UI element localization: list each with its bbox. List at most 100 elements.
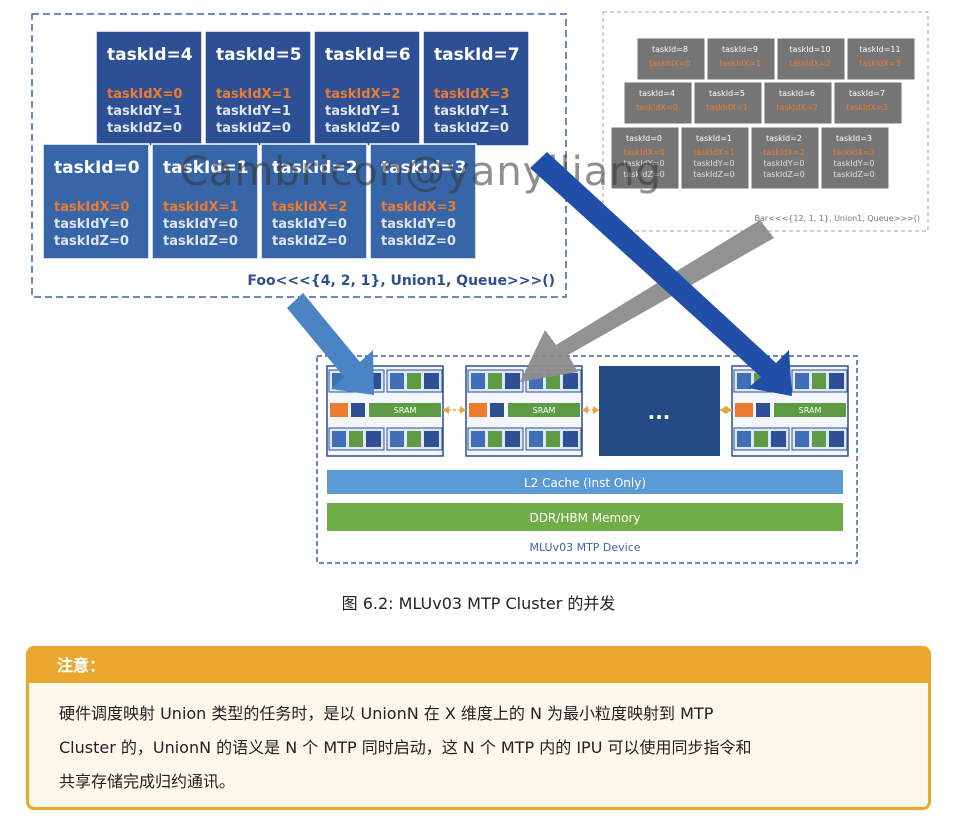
note-title: 注意： xyxy=(29,649,928,683)
ipu-core-unit xyxy=(424,373,439,389)
task-idx-label: taskIdX=2 xyxy=(763,148,805,157)
task-idz-label: taskIdZ=0 xyxy=(272,234,347,249)
foo-task-box xyxy=(313,30,421,147)
sram-link-arrowhead xyxy=(593,406,599,414)
ipu-core-unit xyxy=(529,431,543,447)
ddr-memory-label: DDR/HBM Memory xyxy=(529,511,640,525)
l2-cache-label: L2 Cache (Inst Only) xyxy=(524,476,646,490)
task-idz-label: taskIdZ=0 xyxy=(381,234,456,249)
bar-task-box xyxy=(750,126,820,190)
task-idz-label: taskIdZ=0 xyxy=(763,170,805,179)
device-label: MLUv03 MTP Device xyxy=(529,541,640,554)
ipu-core-unit xyxy=(812,373,826,389)
figure-caption: 图 6.2: MLUv03 MTP Cluster 的并发 xyxy=(341,594,616,613)
sram-label: SRAM xyxy=(533,406,556,415)
ipu-core-unit xyxy=(563,373,578,389)
ipu-core-unit xyxy=(366,431,381,447)
bar-task-box xyxy=(623,81,693,125)
task-id-label: taskId=4 xyxy=(639,89,675,98)
mtp-cluster: SRAM xyxy=(465,365,583,457)
task-idz-label: taskIdZ=0 xyxy=(623,170,665,179)
cluster-block xyxy=(469,403,487,417)
bar-task-tile: taskId=1 taskIdX=1 taskIdY=0 taskIdZ=0 xyxy=(680,126,750,190)
ipu-core-unit xyxy=(754,431,768,447)
task-idz-label: taskIdZ=0 xyxy=(693,170,735,179)
task-idx-label: taskIdX=1 xyxy=(163,200,238,215)
ipu-core-unit xyxy=(812,431,826,447)
task-idz-label: taskIdZ=0 xyxy=(434,121,509,136)
ipu-core-unit xyxy=(829,431,844,447)
task-idx-label: taskIdX=0 xyxy=(649,59,691,68)
bar-task-box xyxy=(680,126,750,190)
task-idz-label: taskIdZ=0 xyxy=(163,234,238,249)
task-id-label: taskId=4 xyxy=(107,45,193,65)
bar-task-grid: taskId=8taskIdX=0taskId=9taskIdX=1taskId… xyxy=(610,37,916,190)
ipu-core-unit xyxy=(349,431,363,447)
bar-task-box xyxy=(846,37,916,81)
task-idz-label: taskIdZ=0 xyxy=(107,121,182,136)
foo-to-cluster-arrow xyxy=(287,293,374,395)
task-idz-label: taskIdZ=0 xyxy=(325,121,400,136)
task-idx-label: taskIdX=3 xyxy=(434,87,509,102)
task-idz-label: taskIdZ=0 xyxy=(833,170,875,179)
ipu-core-unit xyxy=(488,373,502,389)
task-idy-label: taskIdY=1 xyxy=(216,104,291,119)
bar-task-tile: taskId=11 taskIdX=3 xyxy=(846,37,916,81)
task-idx-label: taskIdX=1 xyxy=(693,148,735,157)
task-idy-label: taskIdY=0 xyxy=(834,159,875,168)
bar-kernel-label: Bar<<<{12, 1, 1}, Union1, Queue>>>() xyxy=(754,214,920,223)
ellipsis-label: ... xyxy=(648,400,671,424)
task-idy-label: taskIdY=0 xyxy=(694,159,735,168)
task-id-label: taskId=6 xyxy=(779,89,815,98)
task-idx-label: taskIdX=3 xyxy=(833,148,875,157)
task-id-label: taskId=2 xyxy=(766,134,802,143)
foo-kernel-label: Foo<<<{4, 2, 1}, Union1, Queue>>>() xyxy=(247,273,555,289)
cluster-block xyxy=(351,403,365,417)
bar-task-tile: taskId=0 taskIdX=0 taskIdY=0 taskIdZ=0 xyxy=(610,126,680,190)
note-line: 硬件调度映射 Union 类型的任务时，是以 UnionN 在 X 维度上的 N… xyxy=(59,704,714,723)
task-idx-label: taskIdX=3 xyxy=(859,59,901,68)
ipu-core-unit xyxy=(795,373,809,389)
task-idx-label: taskIdX=0 xyxy=(623,148,665,157)
task-idy-label: taskIdY=0 xyxy=(381,217,456,232)
ipu-core-unit xyxy=(505,373,520,389)
task-id-label: taskId=1 xyxy=(696,134,732,143)
bar-task-box xyxy=(833,81,903,125)
ipu-core-unit xyxy=(488,431,502,447)
bar-task-box xyxy=(610,126,680,190)
ipu-core-unit xyxy=(546,431,560,447)
task-idy-label: taskIdY=0 xyxy=(272,217,347,232)
ipu-core-unit xyxy=(546,373,560,389)
task-idy-label: taskIdY=1 xyxy=(107,104,182,119)
task-idx-label: taskIdX=2 xyxy=(776,103,818,112)
bar-task-box xyxy=(763,81,833,125)
task-idx-label: taskIdX=2 xyxy=(325,87,400,102)
sram-label: SRAM xyxy=(799,406,822,415)
task-idy-label: taskIdY=0 xyxy=(624,159,665,168)
task-idx-label: taskIdX=1 xyxy=(706,103,748,112)
sram-link-arrowhead xyxy=(443,406,449,414)
foo-task-box xyxy=(260,143,368,260)
l2-cache-bar xyxy=(327,470,843,494)
task-id-label: taskId=5 xyxy=(709,89,745,98)
ipu-core-unit xyxy=(471,373,485,389)
sram-link-arrowhead xyxy=(460,406,466,414)
watermark-text: Cambricon@yanyiliang xyxy=(180,149,662,195)
task-id-label: taskId=0 xyxy=(626,134,662,143)
ipu-core-unit xyxy=(407,373,421,389)
ipu-core-unit xyxy=(795,431,809,447)
task-id-label: taskId=11 xyxy=(859,45,900,54)
bar-task-box xyxy=(820,126,890,190)
task-idx-label: taskIdX=0 xyxy=(54,200,129,215)
ipu-core-unit xyxy=(332,431,346,447)
